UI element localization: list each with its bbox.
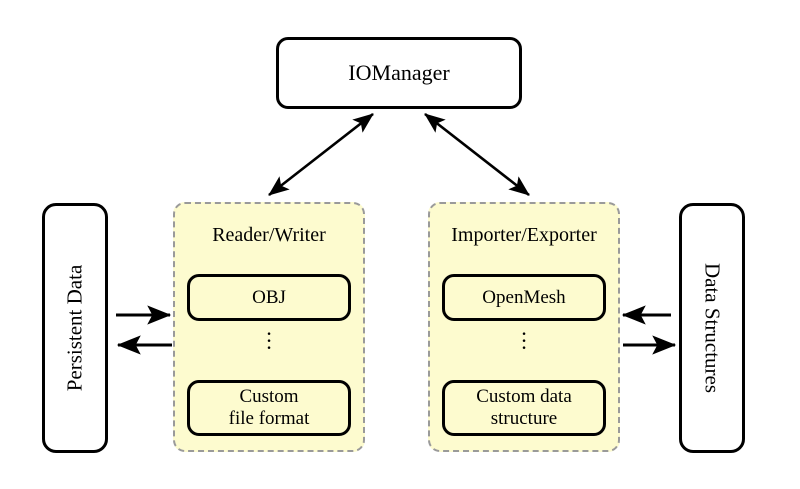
- node-openmesh[interactable]: OpenMesh: [442, 274, 606, 321]
- node-openmesh-label: OpenMesh: [482, 286, 566, 308]
- panel-reader-writer[interactable]: Reader/Writer OBJ ··· Custom file format: [173, 202, 365, 452]
- ellipsis-reader-writer: ···: [265, 321, 273, 360]
- node-custom-file-format-label-line2: file format: [228, 408, 310, 429]
- node-iomanager-label: IOManager: [348, 60, 450, 85]
- node-custom-data-structure[interactable]: Custom data structure: [442, 380, 606, 436]
- arrow-iomanager-importerexporter: [424, 112, 530, 197]
- node-data-structures[interactable]: Data Structures: [679, 203, 745, 453]
- node-obj[interactable]: OBJ: [187, 274, 351, 321]
- node-obj-label: OBJ: [252, 286, 286, 308]
- node-custom-file-format[interactable]: Custom file format: [187, 380, 351, 436]
- node-persistent-data-label: Persistent Data: [62, 264, 87, 392]
- node-custom-data-structure-label-line2: structure: [490, 408, 558, 429]
- panel-reader-writer-title: Reader/Writer: [212, 224, 326, 246]
- node-custom-data-structure-label-line1: Custom data: [476, 386, 572, 408]
- panel-importer-exporter-title: Importer/Exporter: [451, 224, 597, 246]
- ellipsis-importer-exporter: ···: [520, 321, 528, 360]
- node-persistent-data[interactable]: Persistent Data: [42, 203, 108, 453]
- panel-importer-exporter[interactable]: Importer/Exporter OpenMesh ··· Custom da…: [428, 202, 620, 452]
- node-custom-file-format-label-line1: Custom: [239, 386, 299, 408]
- node-data-structures-label: Data Structures: [700, 262, 725, 394]
- arrow-iomanager-readerwriter: [268, 112, 374, 197]
- node-iomanager[interactable]: IOManager: [276, 37, 522, 109]
